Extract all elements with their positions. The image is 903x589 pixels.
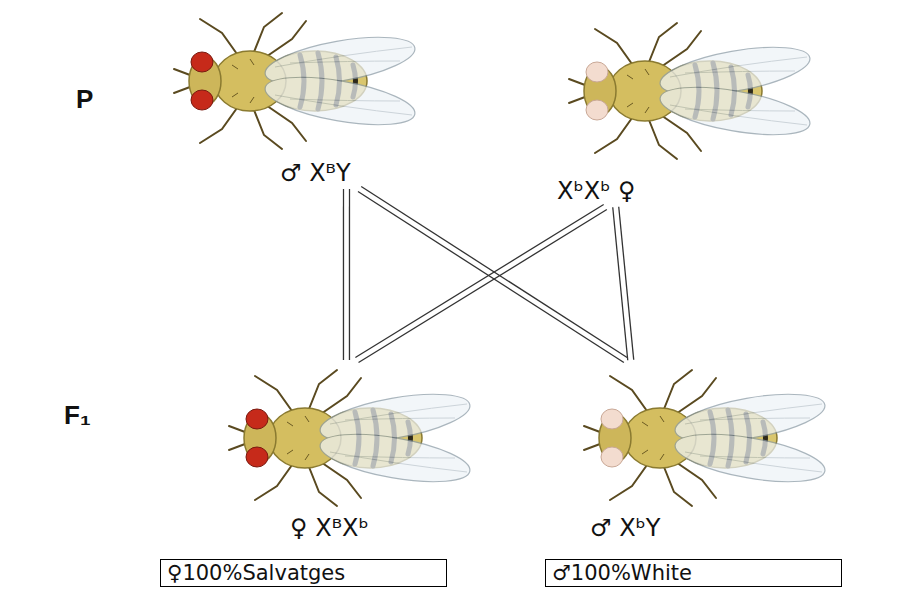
cross-line	[343, 189, 349, 360]
genotype-text: ♂ XᴮY	[280, 159, 351, 187]
cross-line	[358, 186, 627, 362]
fly-genotype: ♀ XᴮXᵇ	[205, 362, 467, 542]
result-text: ♂100%White	[552, 561, 835, 585]
white-eyed-fly	[569, 23, 813, 159]
genotype-text: XᵇXᵇ ♀	[557, 177, 636, 205]
red-eyed-fly	[229, 370, 473, 506]
fly-genotype: XᵇXᵇ ♀	[545, 15, 807, 205]
result-box: ♀100%Salvatges	[160, 559, 447, 587]
generation-label: F₁	[64, 400, 91, 430]
cross-line-stroke	[343, 189, 344, 360]
result-box: ♂100%White	[545, 559, 842, 587]
result-text: ♀100%Salvatges	[167, 561, 440, 585]
genotype-text: ♂ XᵇY	[590, 514, 661, 542]
genotype-text: ♀ XᴮXᵇ	[290, 514, 369, 542]
red-eyed-fly	[174, 13, 418, 149]
cross-line-stroke	[359, 210, 607, 363]
cross-line	[355, 204, 606, 362]
fly-genotype: ♂ XᴮY	[150, 5, 412, 187]
cross-line-stroke	[355, 204, 603, 357]
generation-label: P	[76, 84, 93, 114]
cross-line-stroke	[613, 207, 628, 360]
cross-line-stroke	[349, 189, 350, 360]
white-eyed-fly	[584, 370, 828, 506]
cross-line	[613, 207, 634, 361]
fly-genotype: ♂ XᵇY	[560, 362, 822, 542]
cross-line-stroke	[619, 207, 634, 360]
